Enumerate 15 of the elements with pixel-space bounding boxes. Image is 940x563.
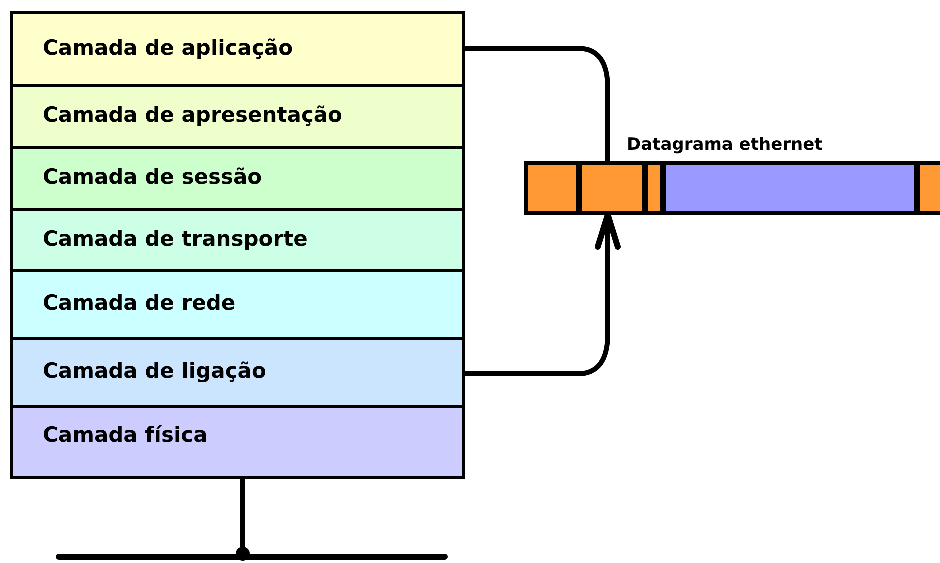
layer-label: Camada de aplicação: [43, 34, 294, 62]
frame-field: [666, 165, 914, 211]
layer-label: Camada de rede: [43, 290, 236, 318]
layer-box: [10, 10, 465, 86]
connector-line: [465, 46, 610, 161]
layer-label: Camada física: [43, 422, 208, 448]
layer-label: Camada de sessão: [43, 164, 262, 192]
layer-label: Camada de transporte: [43, 226, 308, 253]
frame-field: [648, 165, 660, 211]
frame-field: [528, 165, 576, 211]
layer-label: Camada de ligação: [43, 358, 266, 386]
connector-line: [236, 477, 250, 561]
frame-field: [582, 165, 642, 211]
layer-label: Camada de apresentação: [43, 102, 342, 130]
frame-title: Datagrama ethernet: [627, 134, 823, 157]
